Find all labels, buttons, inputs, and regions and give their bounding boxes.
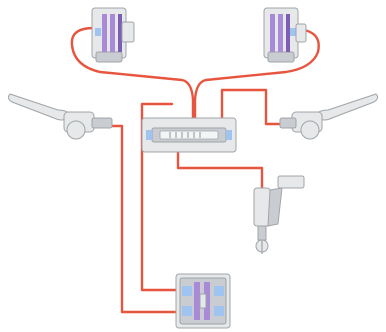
combination-valve [141,117,237,153]
hose-left-lever-to-rear [110,124,180,314]
front-right-caliper [263,7,307,63]
rear-master-cylinder [253,175,305,254]
brake-hoses [70,26,320,314]
hose-right-lever-to-valve [220,88,286,126]
rear-caliper [175,273,231,329]
front-left-caliper [91,7,135,63]
left-hand-lever [7,93,113,140]
hose-front-left-caliper [70,26,195,126]
hose-valve-to-master-cylinder [176,148,264,190]
hose-front-right-caliper [193,28,320,126]
right-hand-lever [279,93,379,140]
hose-valve-to-rear-caliper [140,102,180,292]
